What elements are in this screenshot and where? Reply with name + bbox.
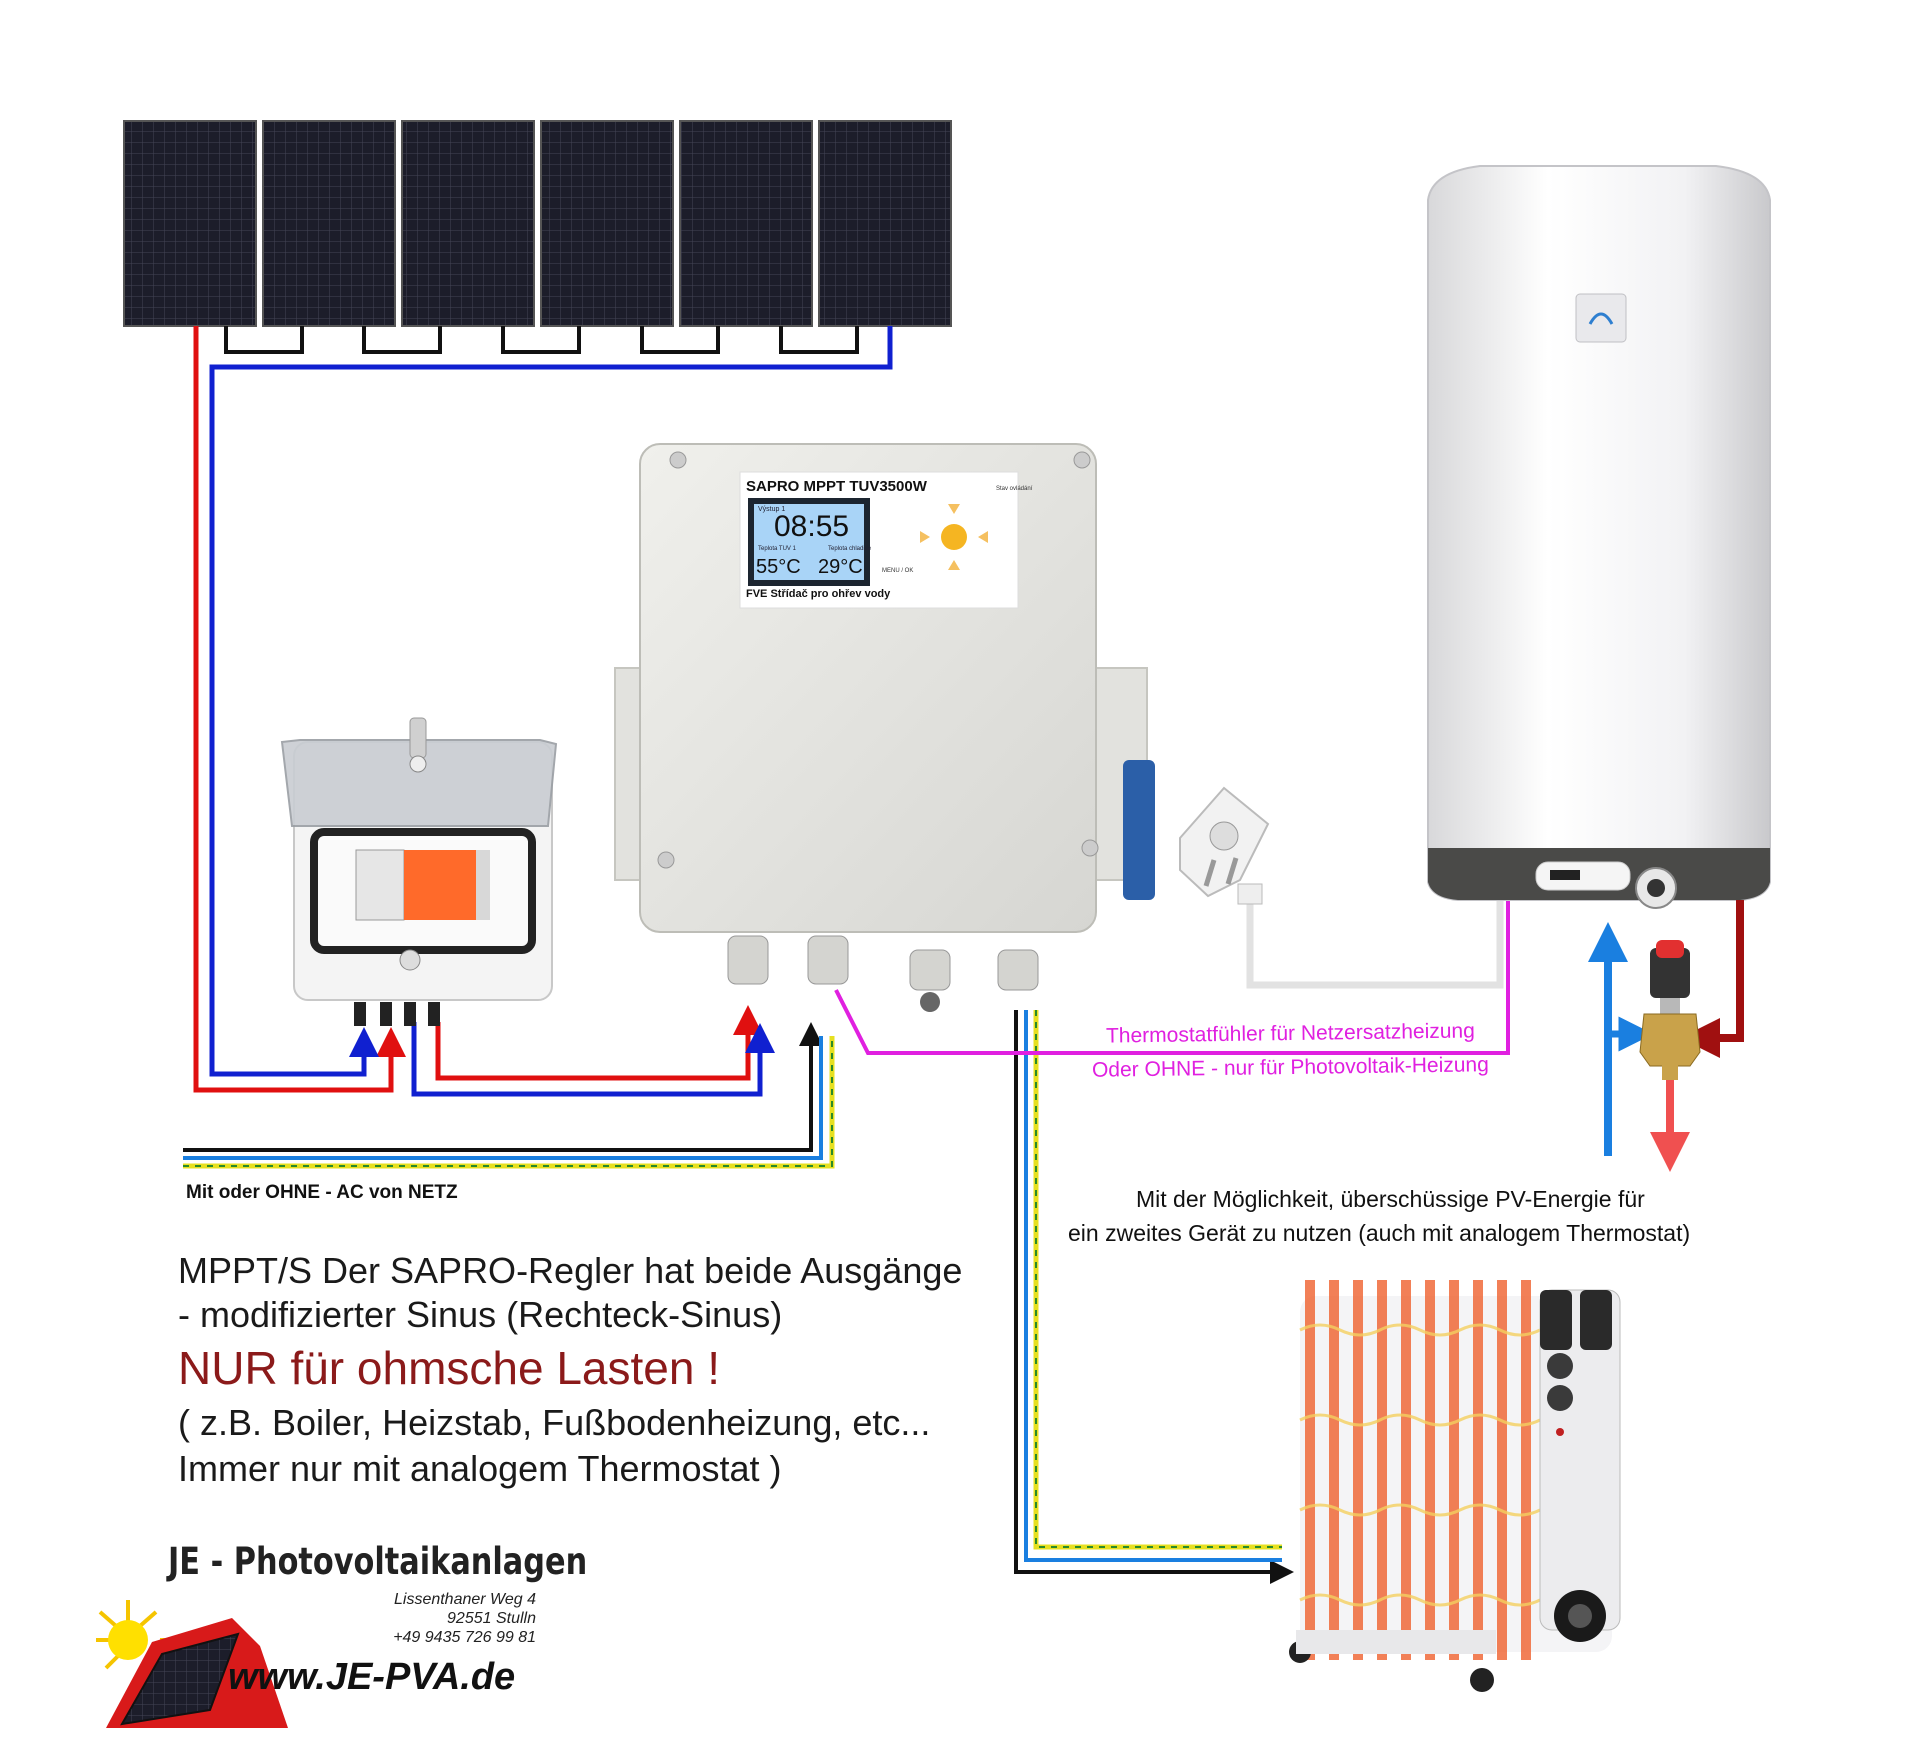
second-device-line2: ein zweites Gerät zu nutzen (auch mit an… — [1068, 1220, 1691, 1246]
lcd-time: 08:55 — [774, 510, 850, 543]
company-street: Lissenthaner Weg 4 — [393, 1591, 536, 1608]
lcd-temp1-label: Teplota TUV 1 — [758, 546, 796, 552]
dc-negative-wire-to-controller — [411, 1022, 775, 1097]
lcd-temp1: 55°C — [756, 556, 801, 578]
note-line-2: - modifizierter Sinus (Rechteck-Sinus) — [178, 1294, 783, 1335]
ac-grid-input-cable — [183, 1022, 835, 1169]
company-logo-graphic — [96, 1600, 288, 1728]
radiator-icon — [1289, 1280, 1621, 1692]
solar-panel-icon — [262, 120, 396, 327]
lcd-temp2-label: Teplota chladiče — [828, 546, 872, 552]
boiler-power-cable — [1246, 890, 1504, 989]
controller-menu-label: MENU / OK — [882, 568, 914, 574]
company-website-link[interactable]: www.JE-PVA.de — [228, 1656, 516, 1698]
solar-panel-icon — [679, 120, 813, 327]
dc-negative-wire — [209, 326, 893, 1077]
mixing-valve-icon — [1639, 940, 1701, 1080]
sun-icon — [920, 504, 988, 570]
solar-panel-array — [123, 120, 952, 327]
ac-source-label: Mit oder OHNE - AC von NETZ — [186, 1182, 458, 1203]
note-line-5: Immer nur mit analogem Thermostat ) — [178, 1448, 782, 1489]
dc-positive-wire-to-controller — [435, 1005, 763, 1081]
lcd-temp2: 29°C — [818, 556, 863, 578]
company-phone: +49 9435 726 99 81 — [393, 1629, 536, 1646]
lcd-header: Výstup 1 — [758, 506, 786, 513]
controller-box-icon — [614, 443, 1155, 1012]
panel-series-jumpers — [224, 326, 859, 354]
solar-panel-icon — [540, 120, 674, 327]
company-address: Lissenthaner Weg 4 92551 Stulln +49 9435… — [300, 1590, 536, 1647]
controller-subtitle: FVE Střídač pro ohřev vody — [746, 588, 891, 600]
controller-side-label: Stav ovládání — [996, 486, 1033, 492]
hot-water-out-pipe — [1680, 900, 1744, 1058]
boiler-icon — [1427, 165, 1771, 909]
controller-model-label: SAPRO MPPT TUV3500W — [746, 478, 927, 495]
second-device-line1: Mit der Möglichkeit, überschüssige PV-En… — [1136, 1186, 1645, 1212]
thermostat-label-line1: Thermostatfühler für Netzersatzheizung — [1105, 1019, 1475, 1048]
company-city: 92551 Stulln — [447, 1610, 536, 1627]
note-line-4: ( z.B. Boiler, Heizstab, Fußbodenheizung… — [178, 1402, 931, 1443]
warning-ohmic-loads: NUR für ohmsche Lasten ! — [178, 1342, 721, 1394]
solar-panel-icon — [818, 120, 952, 327]
surge-protector-icon — [280, 717, 558, 1026]
solar-panel-icon — [123, 120, 257, 327]
output-cable-to-radiator — [1014, 1010, 1294, 1584]
dc-positive-wire — [193, 326, 406, 1093]
note-line-1: MPPT/S Der SAPRO-Regler hat beide Ausgän… — [178, 1250, 963, 1291]
company-name: JE - Photovoltaikanlagen — [168, 1540, 588, 1583]
plug-icon — [1179, 786, 1270, 905]
solar-panel-icon — [401, 120, 535, 327]
